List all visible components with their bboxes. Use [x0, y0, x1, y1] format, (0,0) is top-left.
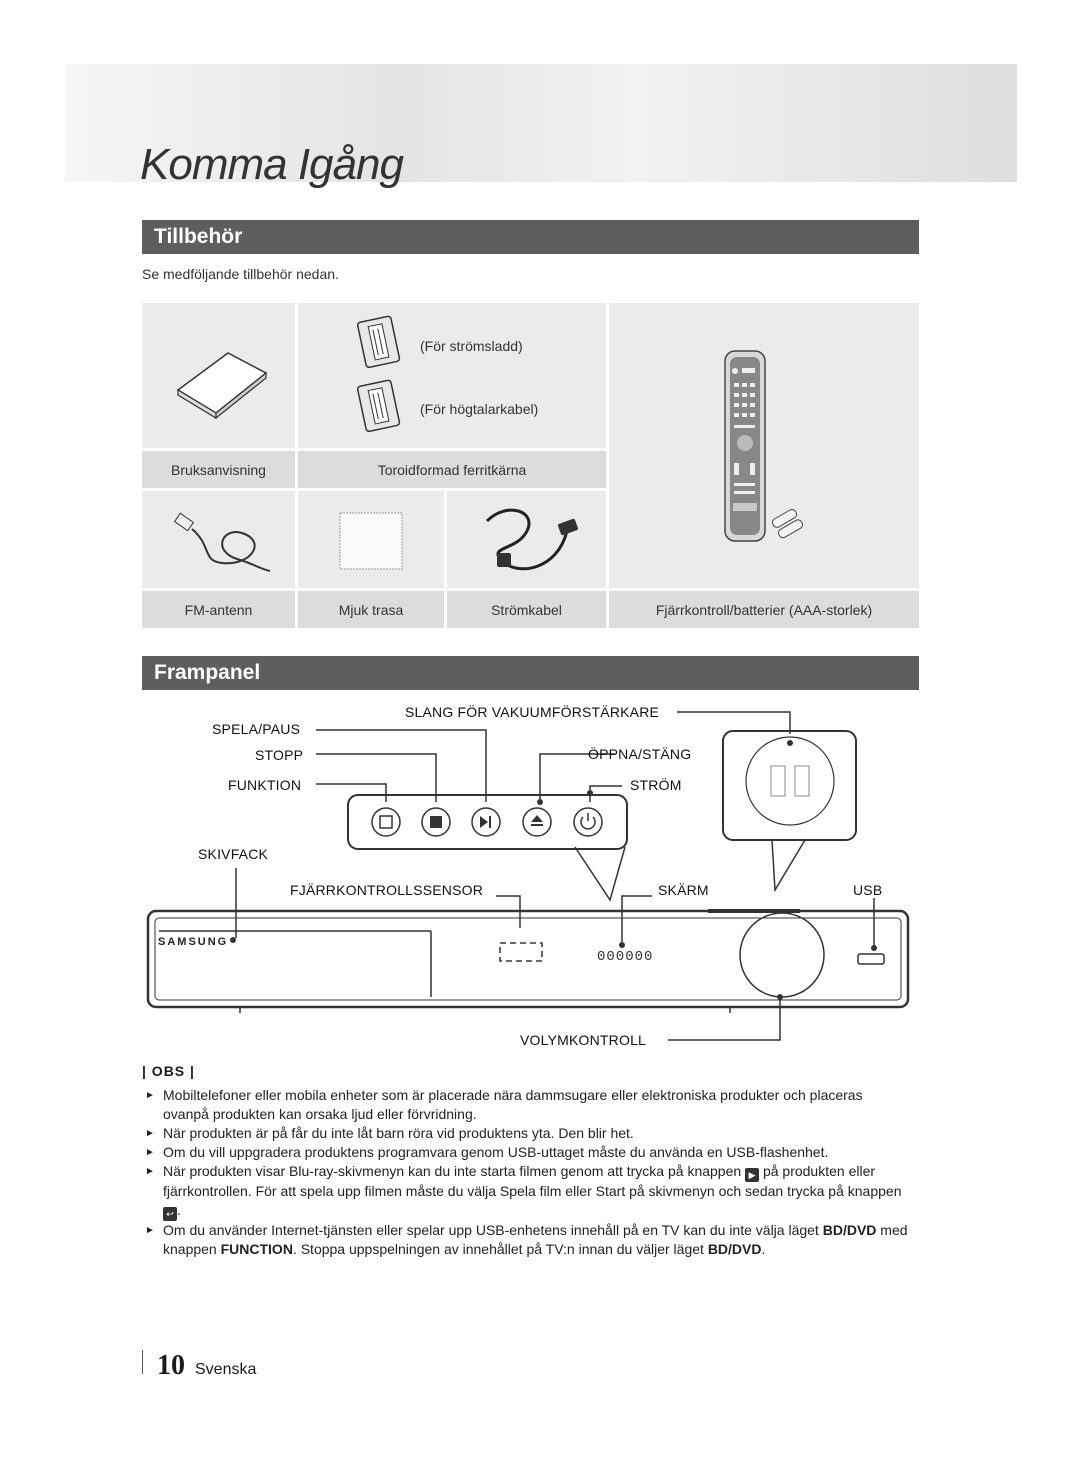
- display-digits: 000000: [597, 949, 653, 965]
- soft-cloth-icon: [339, 512, 403, 570]
- bullet-arrow-icon: ►: [145, 1166, 155, 1177]
- footer-divider: [142, 1350, 143, 1374]
- mode-bd-dvd: BD/DVD: [707, 1241, 762, 1257]
- cloth-image-cell: [298, 491, 444, 588]
- power-cable-image-cell: [447, 491, 606, 588]
- callout-stop: STOPP: [255, 747, 304, 763]
- function-key: FUNCTION: [220, 1241, 293, 1257]
- play-key-icon: ▶: [745, 1168, 760, 1182]
- callout-open-close: ÖPPNA/STÄNG: [588, 746, 692, 762]
- front-panel-diagram: SAMSUNG 000000: [146, 711, 910, 1041]
- enter-key-icon: ↩: [163, 1207, 177, 1221]
- callout-volume: VOLYMKONTROLL: [520, 1032, 647, 1048]
- bullet-arrow-icon: ►: [145, 1147, 155, 1158]
- power-cable-label: Strömkabel: [447, 591, 606, 628]
- section-title-front-panel: Frampanel: [142, 656, 919, 690]
- ferrite-power-label: (För strömsladd): [420, 338, 523, 354]
- ferrite-image-cell: (För strömsladd) (För högtalarkabel): [298, 303, 606, 448]
- note-text: Om du använder Internet-tjänsten eller s…: [163, 1222, 819, 1238]
- accessories-intro: Se medföljande tillbehör nedan.: [142, 266, 339, 282]
- note-text: När produkten är på får du inte låt barn…: [163, 1125, 634, 1141]
- page-language: Svenska: [195, 1361, 257, 1378]
- chapter-banner: [65, 64, 1017, 182]
- section-title-accessories: Tillbehör: [142, 220, 919, 254]
- manual-image-cell: [142, 303, 295, 448]
- bullet-arrow-icon: ►: [145, 1128, 155, 1139]
- callout-function: FUNKTION: [228, 777, 302, 793]
- chapter-title: Komma Igång: [140, 140, 404, 189]
- fm-antenna-image-cell: [142, 491, 295, 588]
- ferrite-speaker-label: (För högtalarkabel): [420, 401, 539, 417]
- callout-play-pause: SPELA/PAUS: [212, 721, 301, 737]
- fm-antenna-label: FM-antenn: [142, 591, 295, 628]
- note-item: ► Om du vill uppgradera produktens progra…: [142, 1143, 912, 1162]
- note-text: Mobiltelefoner eller mobila enheter som …: [163, 1087, 863, 1122]
- page-number: 10: [157, 1350, 185, 1381]
- note-text: på produkten eller fjärrkontrollen. För …: [163, 1163, 902, 1199]
- note-item: ► När produkten visar Blu-ray-skivmenyn k…: [142, 1162, 912, 1221]
- brand-logo: SAMSUNG: [158, 936, 228, 948]
- remote-image-cell: [609, 303, 919, 588]
- callout-usb: USB: [853, 882, 883, 898]
- note-item: ► Om du använder Internet-tjänsten eller …: [142, 1221, 912, 1259]
- fm-antenna-icon: [173, 512, 271, 572]
- remote-control-icon: [724, 350, 804, 542]
- ferrite-core-icon: [356, 315, 401, 433]
- bullet-arrow-icon: ►: [145, 1225, 155, 1236]
- note-text: .: [177, 1202, 181, 1218]
- callout-disc-tray: SKIVFACK: [198, 846, 269, 862]
- callout-power: STRÖM: [630, 777, 682, 793]
- note-text: med knappen: [163, 1222, 908, 1257]
- cloth-label: Mjuk trasa: [298, 591, 444, 628]
- note-text: Om du vill uppgradera produktens program…: [163, 1144, 829, 1160]
- manual-label: Bruksanvisning: [142, 451, 295, 488]
- callout-remote-sensor: FJÄRRKONTROLLSSENSOR: [290, 882, 484, 898]
- note-text: När produkten visar Blu-ray-skivmenyn ka…: [163, 1163, 742, 1179]
- callout-display: SKÄRM: [658, 882, 709, 898]
- obs-label: | OBS |: [142, 1063, 195, 1079]
- callout-vacuum-hose: SLANG FÖR VAKUUMFÖRSTÄRKARE: [405, 704, 660, 720]
- mode-bd-dvd: BD/DVD: [822, 1222, 877, 1238]
- note-item: ► Mobiltelefoner eller mobila enheter som…: [142, 1086, 912, 1124]
- ferrite-core-label: Toroidformad ferritkärna: [298, 451, 606, 488]
- note-text: .: [761, 1241, 766, 1257]
- page-footer: 10 Svenska: [142, 1350, 256, 1382]
- obs-notes: ► Mobiltelefoner eller mobila enheter som…: [142, 1086, 912, 1259]
- remote-label: Fjärrkontroll/batterier (AAA-storlek): [609, 591, 919, 628]
- manual-booklet-icon: [176, 352, 268, 420]
- power-cable-icon: [485, 508, 578, 571]
- note-item: ► När produkten är på får du inte låt bar…: [142, 1124, 912, 1143]
- bullet-arrow-icon: ►: [145, 1090, 155, 1101]
- note-text: . Stoppa uppspelningen av innehållet på …: [292, 1241, 704, 1257]
